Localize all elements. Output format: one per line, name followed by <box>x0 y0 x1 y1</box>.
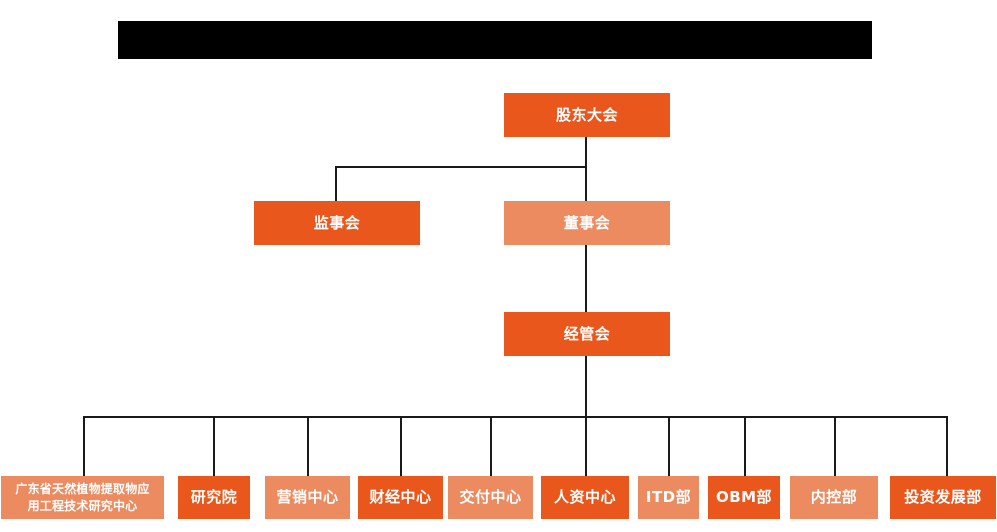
node-label-hr-center: 人资中心 <box>553 488 616 507</box>
connector-directors-to-management <box>585 245 587 312</box>
node-label-obm-department: OBM部 <box>715 488 773 507</box>
connector-drop-delivery-center <box>490 416 492 476</box>
connector-departments-bus <box>83 416 947 418</box>
node-label-internal-control-department: 内控部 <box>810 488 858 507</box>
node-label-board-of-supervisors: 监事会 <box>313 213 361 232</box>
node-research-institute[interactable]: 研究院 <box>178 476 250 519</box>
node-label-management-committee: 经管会 <box>563 324 611 343</box>
node-internal-control-department[interactable]: 内控部 <box>790 476 878 519</box>
node-label-investment-development-department: 投资发展部 <box>904 488 982 507</box>
node-guangdong-research-center[interactable]: 广东省天然植物提取物应 用工程技术研究中心 <box>1 476 164 519</box>
connector-drop-research-institute <box>213 416 215 476</box>
connector-drop-obm-department <box>744 416 746 476</box>
node-label-itd-department: ITD部 <box>645 488 692 507</box>
node-investment-development-department[interactable]: 投资发展部 <box>890 476 996 519</box>
connector-drop-investment-development-department <box>946 416 948 476</box>
node-obm-department[interactable]: OBM部 <box>708 476 780 519</box>
node-board-of-directors[interactable]: 董事会 <box>504 201 670 245</box>
node-finance-center[interactable]: 财经中心 <box>358 476 443 519</box>
connector-directors-down <box>585 166 587 201</box>
connector-drop-itd-department <box>668 416 670 476</box>
node-label-research-institute: 研究院 <box>190 488 238 507</box>
connector-drop-hr-center <box>585 416 587 476</box>
node-board-of-supervisors[interactable]: 监事会 <box>254 201 420 245</box>
node-label-shareholders-meeting: 股东大会 <box>555 105 618 124</box>
node-label-delivery-center: 交付中心 <box>459 488 522 507</box>
redacted-title-bar <box>118 21 872 59</box>
node-delivery-center[interactable]: 交付中心 <box>448 476 533 519</box>
connector-drop-finance-center <box>400 416 402 476</box>
connector-level2-bus <box>335 166 587 168</box>
node-label-finance-center: 财经中心 <box>369 488 432 507</box>
connector-drop-guangdong-research-center <box>83 416 85 476</box>
node-management-committee[interactable]: 经管会 <box>504 312 670 356</box>
node-label-marketing-center: 营销中心 <box>276 488 339 507</box>
connector-management-down <box>585 356 587 418</box>
node-label-board-of-directors: 董事会 <box>563 213 611 232</box>
node-shareholders-meeting[interactable]: 股东大会 <box>504 93 670 137</box>
node-marketing-center[interactable]: 营销中心 <box>265 476 350 519</box>
connector-supervisors-down <box>335 166 337 201</box>
node-label-guangdong-research-center: 广东省天然植物提取物应 用工程技术研究中心 <box>15 482 150 513</box>
node-itd-department[interactable]: ITD部 <box>638 476 699 519</box>
node-hr-center[interactable]: 人资中心 <box>541 476 629 519</box>
connector-shareholders-down <box>585 137 587 168</box>
connector-drop-internal-control-department <box>834 416 836 476</box>
connector-drop-marketing-center <box>307 416 309 476</box>
